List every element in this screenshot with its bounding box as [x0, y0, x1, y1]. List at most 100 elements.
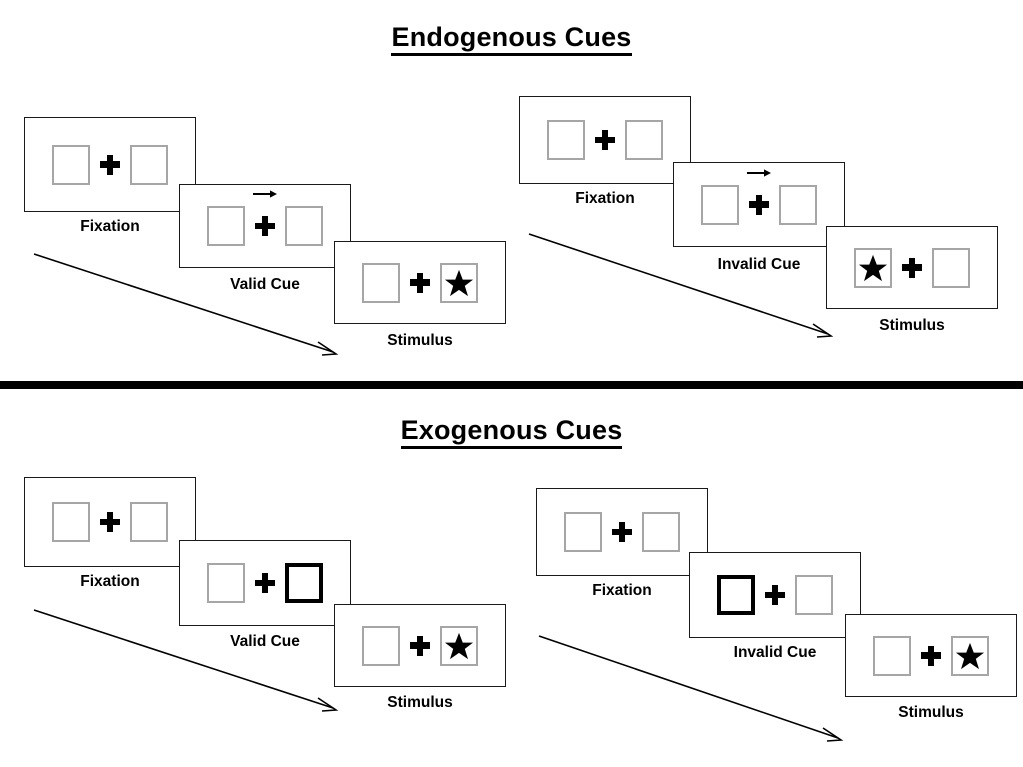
card-valid-cue[interactable] [179, 184, 351, 268]
card-display [846, 634, 1016, 678]
star-icon [444, 269, 474, 296]
section-title-text: Exogenous Cues [400, 415, 623, 450]
card-fixation[interactable] [536, 488, 708, 576]
card-fixation[interactable] [24, 477, 196, 567]
card-display [25, 500, 195, 544]
card-display [520, 118, 690, 162]
fixation-cross-slot [892, 246, 932, 290]
placeholder-box-right [642, 512, 680, 552]
placeholder-box-left [362, 262, 400, 303]
fixation-cross-slot [245, 190, 285, 248]
card-stimulus[interactable] [334, 241, 506, 324]
fixation-cross-slot [90, 143, 130, 187]
card-valid-cue[interactable] [179, 540, 351, 626]
placeholder-box-left [362, 625, 400, 666]
card-label-fixation: Fixation [80, 218, 140, 235]
card-invalid-cue[interactable] [673, 162, 845, 247]
section-divider [0, 381, 1023, 389]
placeholder-box-right [130, 144, 168, 185]
cued-box-left [717, 575, 755, 615]
card-label-valid-cue: Valid Cue [230, 633, 300, 650]
placeholder-box-left [207, 563, 245, 603]
time-flow-arrow-icon [538, 635, 844, 742]
fixation-cross-slot [400, 261, 440, 305]
fixation-cross-slot [245, 561, 285, 605]
target-box-right [951, 635, 989, 676]
star-icon [858, 254, 888, 281]
card-display [180, 190, 350, 248]
card-label-invalid-cue: Invalid Cue [733, 644, 817, 661]
card-display [674, 168, 844, 227]
plus-icon [612, 522, 632, 542]
card-label-fixation: Fixation [80, 573, 140, 590]
placeholder-box-left [547, 120, 585, 160]
placeholder-box-right [932, 247, 970, 288]
cued-box-right [285, 563, 323, 603]
card-label-stimulus: Stimulus [879, 317, 945, 334]
fixation-cross-slot [400, 624, 440, 668]
card-stimulus[interactable] [845, 614, 1017, 697]
plus-icon [255, 573, 275, 593]
card-stimulus[interactable] [334, 604, 506, 687]
card-label-stimulus: Stimulus [898, 704, 964, 721]
card-fixation[interactable] [24, 117, 196, 212]
card-display [335, 261, 505, 305]
card-display [827, 246, 997, 290]
plus-icon [410, 635, 430, 656]
card-fixation[interactable] [519, 96, 691, 184]
card-label-stimulus: Stimulus [387, 332, 453, 349]
plus-icon [100, 154, 120, 175]
section-endogenous: Endogenous Cues Fixation [0, 22, 1023, 356]
target-box-right [440, 262, 478, 303]
fixation-cross-slot [602, 510, 642, 554]
placeholder-box-left [873, 635, 911, 676]
placeholder-box-left [52, 502, 90, 542]
section-exogenous: Exogenous Cues Fixation [0, 392, 1023, 767]
section-title-text: Endogenous Cues [391, 22, 632, 57]
placeholder-box-right [625, 120, 663, 160]
placeholder-box-left [564, 512, 602, 552]
placeholder-box-left [207, 206, 245, 246]
card-label-fixation: Fixation [575, 190, 635, 207]
fixation-cross-slot [911, 634, 951, 678]
placeholder-box-right [285, 206, 323, 246]
section-title-exogenous: Exogenous Cues [0, 415, 1023, 450]
fixation-cross-slot [90, 500, 130, 544]
placeholder-box-right [130, 502, 168, 542]
placeholder-box-left [701, 184, 739, 225]
fixation-cross-slot [585, 118, 625, 162]
card-display [690, 573, 860, 617]
card-display [25, 143, 195, 187]
card-invalid-cue[interactable] [689, 552, 861, 638]
plus-icon [100, 512, 120, 532]
plus-icon [765, 585, 785, 605]
arrow-right-icon [747, 168, 771, 177]
fixation-cross-slot [755, 573, 795, 617]
time-flow-arrow-icon [33, 609, 339, 712]
star-icon [955, 642, 985, 669]
plus-icon [595, 130, 615, 150]
card-label-invalid-cue: Invalid Cue [717, 256, 801, 273]
plus-icon [410, 272, 430, 293]
plus-icon [921, 645, 941, 666]
placeholder-box-right [795, 575, 833, 615]
star-icon [444, 632, 474, 659]
time-flow-arrow-icon [33, 253, 339, 356]
card-label-stimulus: Stimulus [387, 694, 453, 711]
placeholder-box-right [779, 184, 817, 225]
target-box-right [440, 625, 478, 666]
card-display [180, 561, 350, 605]
plus-icon [902, 257, 922, 278]
arrow-right-icon [253, 190, 277, 198]
card-display [537, 510, 707, 554]
time-flow-arrow-icon [528, 233, 834, 338]
card-label-valid-cue: Valid Cue [230, 276, 300, 293]
card-display [335, 624, 505, 668]
section-title-endogenous: Endogenous Cues [0, 22, 1023, 57]
target-box-left [854, 247, 892, 288]
card-stimulus[interactable] [826, 226, 998, 309]
placeholder-box-left [52, 144, 90, 185]
plus-icon [255, 216, 275, 236]
fixation-cross-slot [739, 168, 779, 227]
plus-icon [749, 194, 769, 215]
